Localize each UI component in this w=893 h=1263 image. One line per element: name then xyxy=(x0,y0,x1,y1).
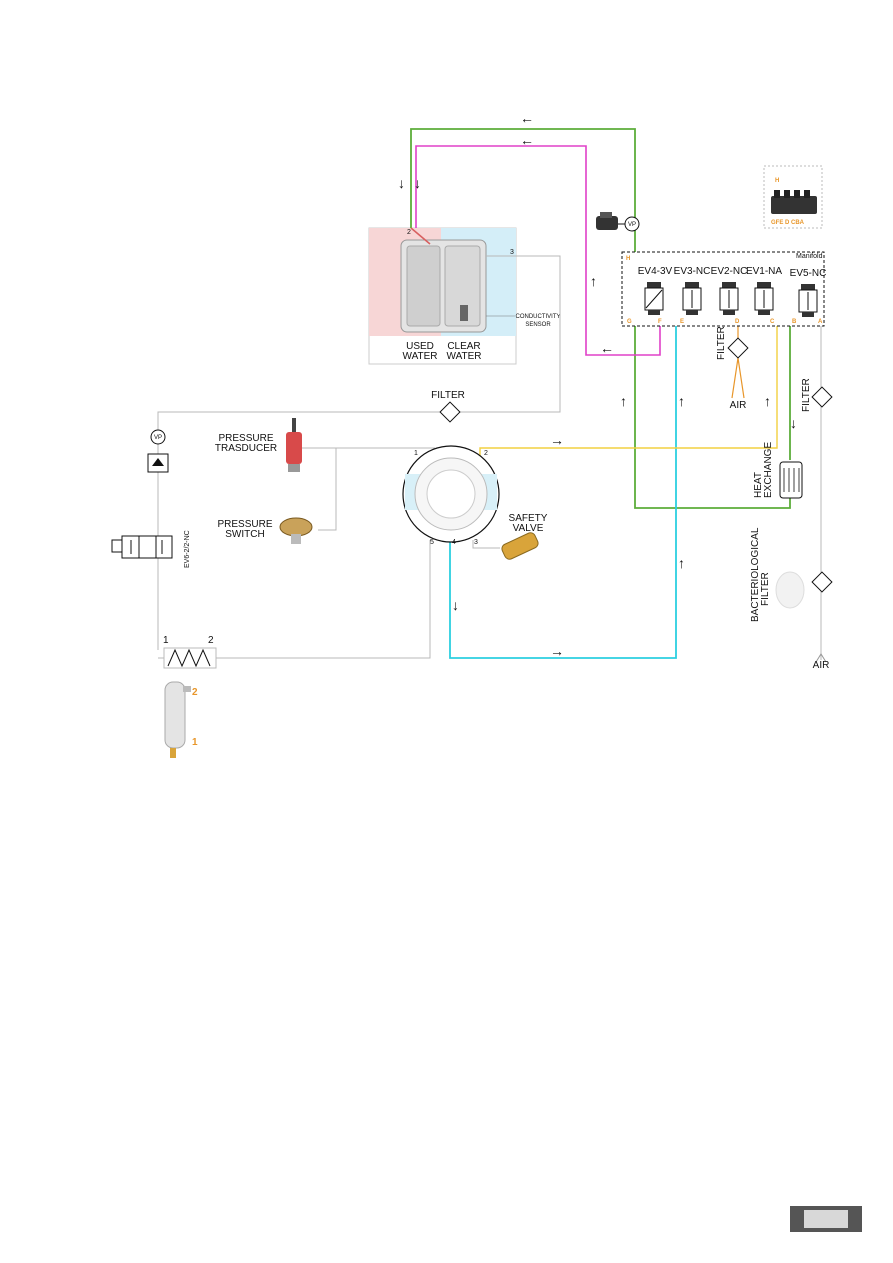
valve-ev3: EV3-NC xyxy=(674,266,711,315)
pressure-switch: PRESSURE SWITCH xyxy=(217,517,313,544)
pressure-switch-label-1: PRESSURE xyxy=(217,519,272,530)
heat-exchanger: HEAT EXCHANGE xyxy=(753,442,803,499)
ev6-label: EV6-2/2-NC xyxy=(184,530,191,568)
manifold-port-b: B xyxy=(792,319,797,325)
valve-ev4: EV4-3V xyxy=(638,266,673,315)
manifold-port-e: E xyxy=(680,319,684,325)
filter-right-label: FILTER xyxy=(801,378,812,412)
filter-air-label: FILTER xyxy=(716,326,727,360)
valve-ev1-label: EV1-NA xyxy=(746,266,782,277)
arrow-up-icon: ↑ xyxy=(764,393,771,409)
pressure-transducer: PRESSURE TRASDUCER xyxy=(215,418,302,472)
clear-water-label-2: WATER xyxy=(447,351,482,362)
generator-port-1: 1 xyxy=(192,737,198,748)
heat-exchange-label-2: EXCHANGE xyxy=(763,442,774,498)
steam-generator: 2 1 xyxy=(164,681,198,758)
heater: 1 2 xyxy=(163,635,217,669)
water-tank: 2 3 USED WATER CLEAR WATER CONDUCTIVITY … xyxy=(368,227,561,365)
valve-ev2-label: EV2-NC xyxy=(711,266,748,277)
inset-port-h: H xyxy=(775,178,779,184)
used-water-label-2: WATER xyxy=(403,351,438,362)
arrow-down-icon: ↓ xyxy=(452,597,459,613)
manifold-port-d: D xyxy=(735,319,740,325)
manifold-port-c: C xyxy=(770,319,775,325)
safety-valve-label-2: VALVE xyxy=(513,523,544,534)
bacteriological-label-2: FILTER xyxy=(760,572,771,606)
tank-port-3: 3 xyxy=(510,249,514,256)
manifold-port-h: H xyxy=(626,256,630,262)
heater-port-1: 1 xyxy=(163,635,169,646)
valve-ev2: EV2-NC xyxy=(711,266,748,315)
manifold-port-a: A xyxy=(818,319,823,325)
tank-port-2: 2 xyxy=(407,229,411,236)
manifold-port-f: F xyxy=(658,319,662,325)
conductivity-label-1: CONDUCTIVITY xyxy=(516,314,561,320)
chamber-port-2: 2 xyxy=(484,450,488,457)
manifold: Manifold H G F E D C B A EV4-3V EV3-NC E… xyxy=(621,251,827,327)
arrow-left-icon: ← xyxy=(600,340,614,356)
magenta-pipe xyxy=(415,145,661,356)
arrow-down-icon: ↓ xyxy=(414,175,421,191)
valve-ev5: EV5-NC xyxy=(790,268,827,317)
clear-water-label-1: CLEAR xyxy=(447,341,480,352)
filter-top-label: FILTER xyxy=(431,390,465,401)
pressure-transducer-label-1: PRESSURE xyxy=(218,433,273,444)
arrow-left-icon: ← xyxy=(520,110,534,126)
valve-ev3-label: EV3-NC xyxy=(674,266,711,277)
bacteriological-filter: BACTERIOLOGICAL FILTER AIR xyxy=(750,527,833,671)
chamber-port-5: 5 xyxy=(430,539,434,546)
vacuum-pump: VP xyxy=(596,212,640,232)
arrow-right-icon: → xyxy=(550,643,564,659)
heat-exchange-label-1: HEAT xyxy=(753,472,764,498)
arrow-right-icon: → xyxy=(550,432,564,448)
valve-ev4-label: EV4-3V xyxy=(638,266,673,277)
air-bottom-label: AIR xyxy=(813,660,830,671)
bacteriological-label-1: BACTERIOLOGICAL xyxy=(750,527,761,622)
valve-ev5-label: EV5-NC xyxy=(790,268,827,279)
page-number-tab xyxy=(790,1206,862,1232)
heater-port-2: 2 xyxy=(208,635,214,646)
valve-ev6: EV6-2/2-NC xyxy=(111,530,191,568)
flow-arrows: ← ← ← ↓ ↓ ↑ ↑ ↑ ↑ ↓ → → ↑ ↓ → xyxy=(398,110,797,659)
manifold-inset: H GFE D CBA xyxy=(763,165,823,229)
air-mid-label: AIR xyxy=(730,400,747,411)
arrow-down-icon: ↓ xyxy=(398,175,405,191)
vp-label-left: VP xyxy=(154,435,162,441)
pressure-transducer-label-2: TRASDUCER xyxy=(215,443,277,454)
manifold-port-g: G xyxy=(627,319,632,325)
arrow-down-icon: ↓ xyxy=(790,415,797,431)
chamber-port-1: 1 xyxy=(414,450,418,457)
manifold-label: Manifold xyxy=(796,253,823,260)
chamber: 1 2 3 4 5 xyxy=(402,445,500,546)
filter-top: FILTER xyxy=(431,390,465,423)
vp-label-top: VP xyxy=(628,222,636,228)
inset-port-labels: GFE D CBA xyxy=(771,220,805,226)
safety-valve-label-1: SAFETY xyxy=(509,513,548,524)
pressure-switch-label-2: SWITCH xyxy=(225,529,264,540)
valve-ev1: EV1-NA xyxy=(746,266,782,315)
chamber-port-4: 4 xyxy=(452,539,456,546)
used-water-label-1: USED xyxy=(406,341,434,352)
arrow-up-icon: ↑ xyxy=(620,393,627,409)
gray-pipes xyxy=(157,255,822,660)
filter-air: FILTER AIR xyxy=(716,326,749,411)
arrow-left-icon: ← xyxy=(520,132,534,148)
yellow-pipe xyxy=(479,312,778,458)
arrow-up-icon: ↑ xyxy=(678,393,685,409)
generator-port-2: 2 xyxy=(192,687,198,698)
safety-valve: SAFETY VALVE xyxy=(501,513,548,560)
vacuum-pump-left: VP xyxy=(147,429,169,473)
filter-right: FILTER xyxy=(801,378,833,412)
conductivity-label-2: SENSOR xyxy=(525,322,551,328)
arrow-up-icon: ↑ xyxy=(590,273,597,289)
arrow-up-icon: ↑ xyxy=(678,555,685,571)
chamber-port-3: 3 xyxy=(474,539,478,546)
